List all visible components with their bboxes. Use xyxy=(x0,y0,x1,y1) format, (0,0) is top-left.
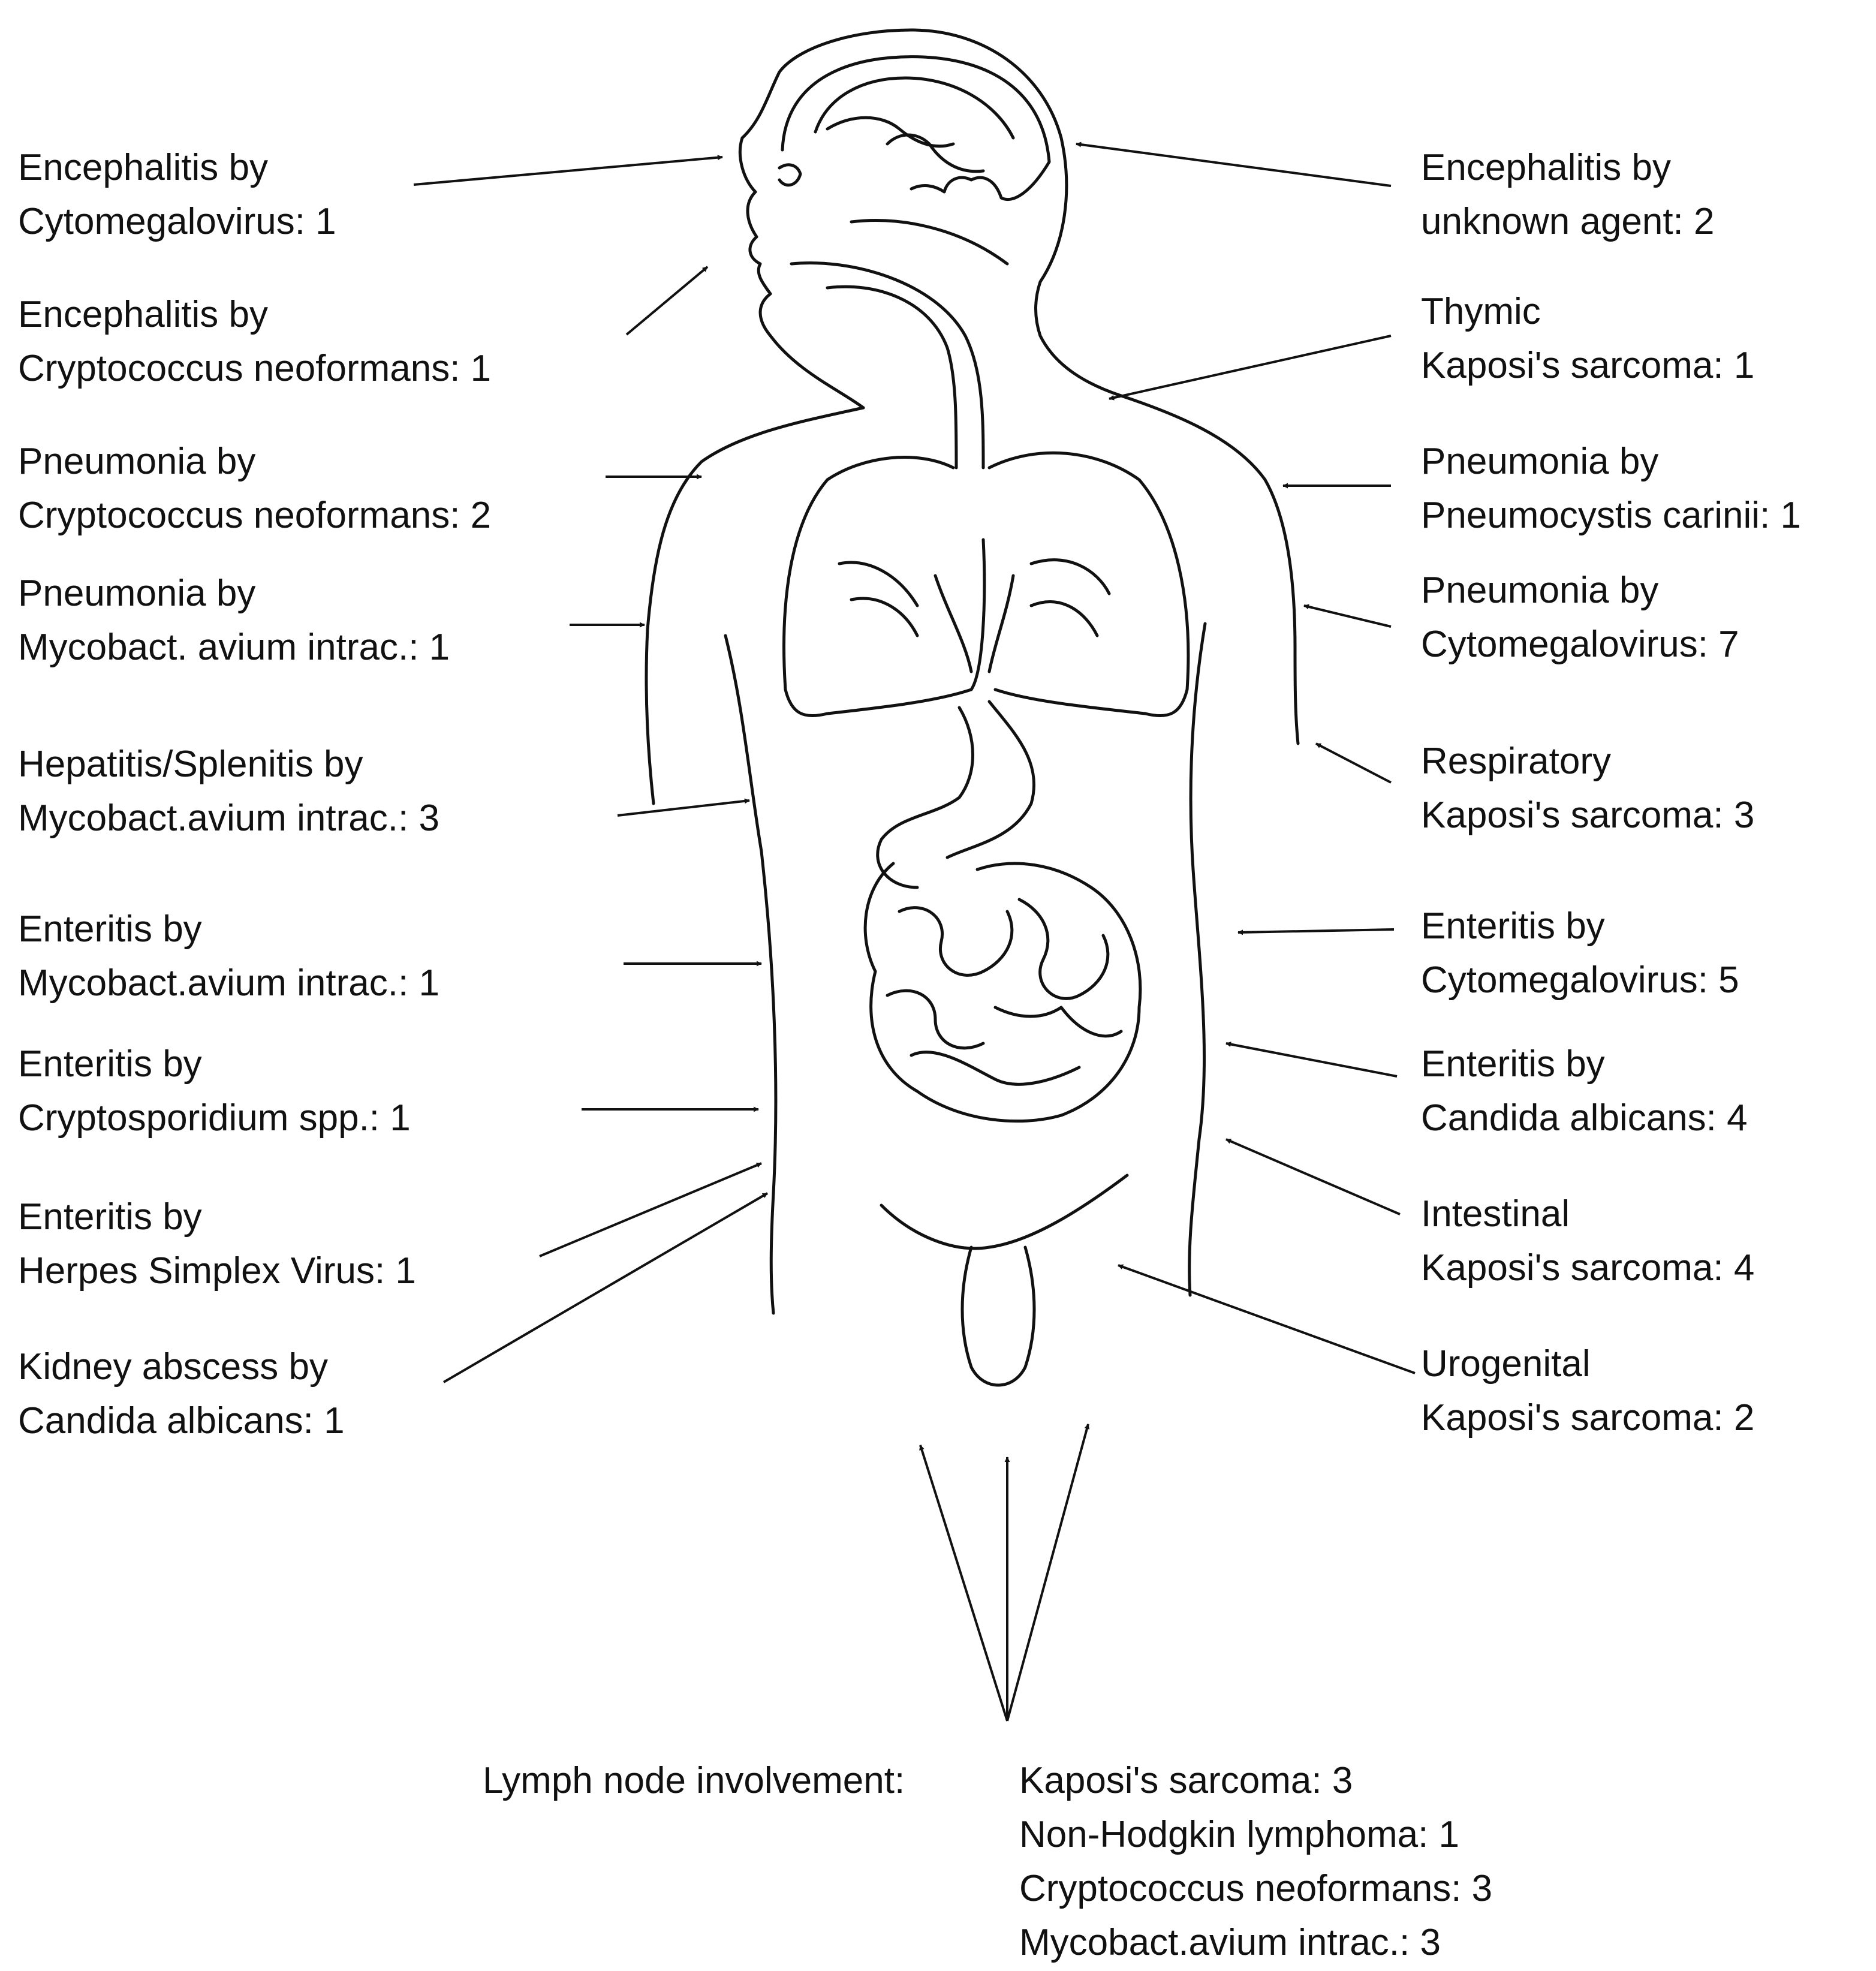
label-thymic-ks: Thymic Kaposi's sarcoma: 1 xyxy=(1421,285,1754,393)
label-enteritis-candida: Enteritis by Candida albicans: 4 xyxy=(1421,1037,1748,1145)
label-enteritis-hsv: Enteritis by Herpes Simplex Virus: 1 xyxy=(18,1190,416,1298)
label-line: Mycobact.avium intrac.: 3 xyxy=(18,792,439,845)
lymph-node-heading: Lymph node involvement: xyxy=(483,1754,905,1808)
label-line: Candida albicans: 1 xyxy=(18,1394,345,1448)
label-line: Pneumocystis carinii: 1 xyxy=(1421,489,1801,543)
lymph-item: Mycobact.avium intrac.: 3 xyxy=(1019,1916,1492,1970)
label-line: Urogenital xyxy=(1421,1337,1754,1391)
label-line: Cryptosporidium spp.: 1 xyxy=(18,1091,411,1145)
label-line: Enteritis by xyxy=(1421,899,1739,953)
label-line: Cryptococcus neoformans: 2 xyxy=(18,489,491,543)
label-pneumonia-cryptococcus: Pneumonia by Cryptococcus neoformans: 2 xyxy=(18,435,491,543)
arrows-lymph xyxy=(920,1424,1088,1721)
label-line: Mycobact.avium intrac.: 1 xyxy=(18,956,439,1010)
lymph-item: Kaposi's sarcoma: 3 xyxy=(1019,1754,1492,1808)
label-line: Candida albicans: 4 xyxy=(1421,1091,1748,1145)
label-line: Kaposi's sarcoma: 4 xyxy=(1421,1241,1754,1295)
body-outline xyxy=(646,30,1298,1385)
lymph-item: Non-Hodgkin lymphoma: 1 xyxy=(1019,1808,1492,1862)
label-encephalitis-cmv: Encephalitis by Cytomegalovirus: 1 xyxy=(18,141,336,249)
lymph-item: Cryptococcus neoformans: 3 xyxy=(1019,1862,1492,1916)
label-pneumonia-cmv: Pneumonia by Cytomegalovirus: 7 xyxy=(1421,564,1739,672)
label-urogenital-ks: Urogenital Kaposi's sarcoma: 2 xyxy=(1421,1337,1754,1445)
label-line: Encephalitis by xyxy=(1421,141,1715,195)
label-line: Cryptococcus neoformans: 1 xyxy=(18,342,491,396)
label-enteritis-mai: Enteritis by Mycobact.avium intrac.: 1 xyxy=(18,902,439,1010)
arrows-right xyxy=(1076,144,1415,1373)
label-enteritis-cryptosporidium: Enteritis by Cryptosporidium spp.: 1 xyxy=(18,1037,411,1145)
label-line: Kaposi's sarcoma: 2 xyxy=(1421,1391,1754,1445)
label-kidney-abscess: Kidney abscess by Candida albicans: 1 xyxy=(18,1340,345,1448)
label-line: Respiratory xyxy=(1421,735,1754,789)
label-line: Enteritis by xyxy=(18,902,439,956)
label-encephalitis-cryptococcus: Encephalitis by Cryptococcus neoformans:… xyxy=(18,288,491,396)
label-line: Kidney abscess by xyxy=(18,1340,345,1394)
label-line: Herpes Simplex Virus: 1 xyxy=(18,1244,416,1298)
label-line: Hepatitis/Splenitis by xyxy=(18,738,439,792)
label-line: Cytomegalovirus: 1 xyxy=(18,195,336,249)
label-line: Cytomegalovirus: 5 xyxy=(1421,953,1739,1007)
label-line: Pneumonia by xyxy=(18,435,491,489)
label-line: Intestinal xyxy=(1421,1187,1754,1241)
label-line: Encephalitis by xyxy=(18,288,491,342)
label-line: Enteritis by xyxy=(1421,1037,1748,1091)
label-intestinal-ks: Intestinal Kaposi's sarcoma: 4 xyxy=(1421,1187,1754,1295)
label-respiratory-ks: Respiratory Kaposi's sarcoma: 3 xyxy=(1421,735,1754,842)
label-line: unknown agent: 2 xyxy=(1421,195,1715,249)
lymph-node-list: Kaposi's sarcoma: 3 Non-Hodgkin lymphoma… xyxy=(1019,1754,1492,1970)
label-line: Pneumonia by xyxy=(1421,564,1739,618)
label-line: Pneumonia by xyxy=(18,567,450,621)
label-line: Enteritis by xyxy=(18,1037,411,1091)
label-enteritis-cmv: Enteritis by Cytomegalovirus: 5 xyxy=(1421,899,1739,1007)
label-line: Pneumonia by xyxy=(1421,435,1801,489)
label-line: Cytomegalovirus: 7 xyxy=(1421,618,1739,672)
label-line: Kaposi's sarcoma: 3 xyxy=(1421,789,1754,842)
label-encephalitis-unknown: Encephalitis by unknown agent: 2 xyxy=(1421,141,1715,249)
label-hepatitis-mai: Hepatitis/Splenitis by Mycobact.avium in… xyxy=(18,738,439,845)
label-pneumonia-mai: Pneumonia by Mycobact. avium intrac.: 1 xyxy=(18,567,450,675)
label-line: Mycobact. avium intrac.: 1 xyxy=(18,621,450,675)
label-line: Kaposi's sarcoma: 1 xyxy=(1421,339,1754,393)
label-line: Thymic xyxy=(1421,285,1754,339)
label-line: Encephalitis by xyxy=(18,141,336,195)
label-pneumonia-pcp: Pneumonia by Pneumocystis carinii: 1 xyxy=(1421,435,1801,543)
label-line: Enteritis by xyxy=(18,1190,416,1244)
